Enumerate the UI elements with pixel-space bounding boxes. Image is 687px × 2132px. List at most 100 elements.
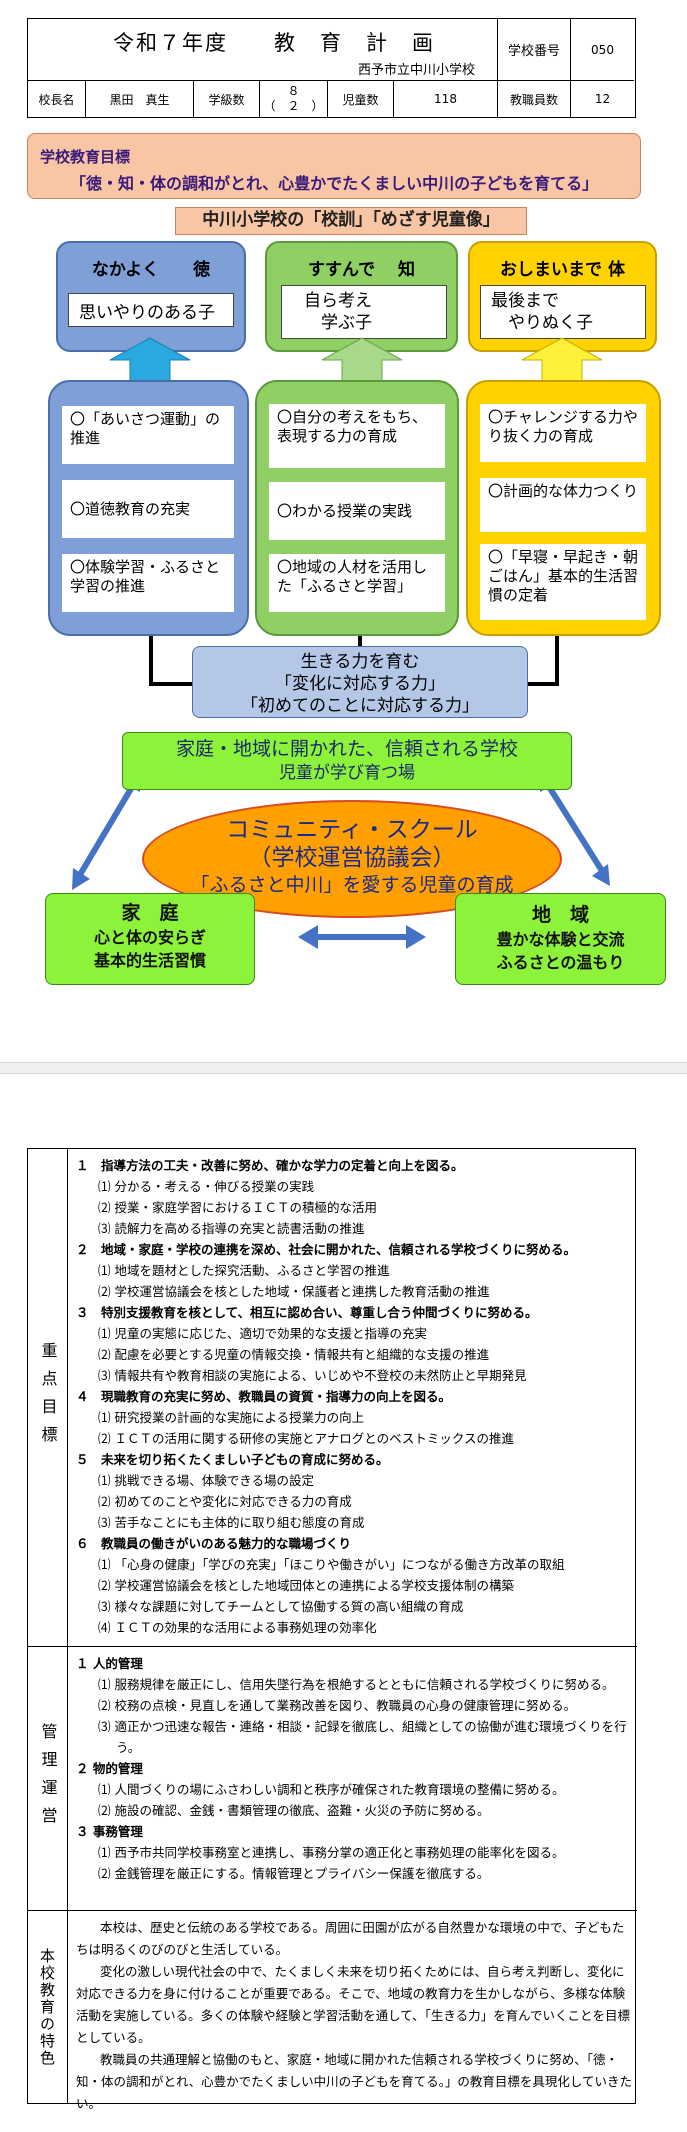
chi-item-3: 〇地域の人材を活用した「ふるさと学習」: [269, 554, 445, 612]
open-school-sub: 児童が学び育つ場: [279, 763, 415, 783]
pillar-toku-panel: 〇「あいさつ運動」の推進 〇道徳教育の充実 〇体験学習・ふるさと学習の推進: [48, 380, 249, 636]
principal-label: 校長名: [28, 81, 86, 117]
priority-item: ⑶ 様々な課題に対してチームとして協働する質の高い組織の育成: [98, 1599, 464, 1614]
arrow-up-green: [321, 337, 403, 385]
goal-label: 学校教育目標: [40, 148, 131, 166]
goal-text: 「徳・知・体の調和がとれ、心豊かでたくましい中川の子どもを育てる」: [70, 174, 599, 193]
management-content: １ 人的管理 ⑴ 服務規律を厳正にし、信用失墜行為を根絶するとともに信頼される学校…: [76, 1653, 632, 1884]
connector-left: [149, 636, 194, 686]
priority-item: ⑴ 挑戦できる場、体験できる場の設定: [98, 1473, 314, 1488]
features-paragraph: 変化の激しい現代社会の中で、たくましく未来を切り拓くためには、自ら考え判断し、変…: [76, 1964, 631, 2045]
management-item: ⑴ 服務規律を厳正にし、信用失墜行為を根絶するとともに信頼される学校づくりに努め…: [98, 1677, 615, 1692]
community-title: コミュニティ・スクール: [226, 817, 478, 843]
connector-right: [526, 636, 559, 686]
staff-value: 12: [594, 92, 611, 106]
plan-title: 令和７年度 教 育 計 画: [113, 31, 435, 55]
open-school-title: 家庭・地域に開かれた、信頼される学校: [175, 738, 518, 760]
region-title: 地 域: [531, 904, 589, 926]
ikiru-line-3: 「初めてのことに対応する力」: [241, 696, 479, 716]
chi-item-2: 〇わかる授業の実践: [269, 482, 445, 540]
management-heading: ３ 事務管理: [76, 1824, 143, 1839]
priority-heading: ６ 教職員の働きがいのある魅力的な職場づくり: [76, 1536, 352, 1551]
priority-item: ⑵ 初めてのことや変化に対応できる力の育成: [98, 1494, 352, 1509]
school-name: 西予市立中川小学校: [357, 63, 475, 78]
region-line-1: 豊かな体験と交流: [496, 930, 625, 949]
tai-item-1: 〇チャレンジする力やり抜く力の育成: [480, 404, 646, 462]
school-number: 050: [571, 19, 634, 81]
priority-section: 重点目標 １ 指導方法の工夫・改善に努め、確かな学力の定着と向上を図る。⑴ 分か…: [28, 1149, 637, 1647]
ikiru-line-2: 「変化に対応する力」: [275, 674, 445, 694]
staff-label: 教職員数: [498, 81, 571, 117]
title-cell: 令和７年度 教 育 計 画 西予市立中川小学校: [28, 19, 498, 81]
priority-item: ⑴ 分かる・考える・伸びる授業の実践: [98, 1179, 315, 1194]
priority-side-label: 重点目標: [38, 1341, 58, 1454]
management-item: ⑵ 施設の確認、金銭・書類管理の徹底、盗難・火災の予防に努める。: [98, 1803, 490, 1818]
tai-item-3: 〇「早寝・早起き・朝ごはん」基本的生活習慣の定着: [480, 544, 646, 620]
priority-heading: ２ 地域・家庭・学校の連携を深め、社会に開かれた、信頼される学校づくりに努める。: [76, 1242, 577, 1257]
priority-item: ⑶ 読解力を高める指導の充実と読書活動の推進: [98, 1221, 365, 1236]
priority-heading: ５ 未来を切り拓くたくましい子どもの育成に努める。: [76, 1452, 389, 1467]
pillar-toku: なかよく 徳 思いやりのある子: [56, 241, 246, 352]
classes-value: ８: [287, 84, 300, 98]
motto-banner: 中川小学校の「校訓」「めざす児童像」: [175, 207, 527, 235]
school-goal-box: 学校教育目標 「徳・知・体の調和がとれ、心豊かでたくましい中川の子どもを育てる」: [27, 133, 641, 199]
features-content: 本校は、歴史と伝統のある学校である。周囲に田園が広がる自然豊かな環境の中で、子ど…: [76, 1917, 632, 2115]
priority-item: ⑵ 学校運営協議会を核とした地域団体との連携による学校支援体制の構築: [98, 1578, 514, 1593]
management-item: ⑴ 西予市共同学校事務室と連携し、事務分掌の適正化と事務処理の能率化を図る。: [98, 1845, 565, 1860]
pillar-chi: すすんで 知 自ら考え 学ぶ子: [265, 241, 458, 352]
classes-cell: ８ （ ２ ）: [260, 81, 328, 117]
management-heading: ２ 物的管理: [76, 1761, 143, 1776]
priority-side-cell: 重点目標: [28, 1149, 68, 1646]
priority-item: ⑵ 学校運営協議会を核とした地域・保護者と連携した教育活動の推進: [98, 1284, 490, 1299]
region-box: 地 域 豊かな体験と交流 ふるさとの温もり: [455, 893, 666, 985]
priority-item: ⑴ 児童の実態に応じた、適切で効果的な支援と指導の充実: [98, 1326, 427, 1341]
features-paragraph: 教職員の共通理解と協働のもと、家庭・地域に開かれた信頼される学校づくりに努め、「…: [76, 2052, 633, 2111]
pillar-chi-ideal: 自ら考え 学ぶ子: [281, 285, 447, 339]
priority-item: ⑵ ＩＣＴの活用に関する研修の実施とアナログとのベストミックスの推進: [98, 1431, 514, 1446]
plan-detail-table: 重点目標 １ 指導方法の工夫・改善に努め、確かな学力の定着と向上を図る。⑴ 分か…: [27, 1148, 637, 2111]
tai-item-2: 〇計画的な体力つくり: [480, 478, 646, 532]
toku-item-1: 〇「あいさつ運動」の推進: [62, 406, 234, 464]
classes-sub: （ ２ ）: [263, 99, 324, 113]
home-line-2: 基本的生活習慣: [93, 951, 206, 970]
ikiru-box: 生きる力を育む 「変化に対応する力」 「初めてのことに対応する力」: [192, 646, 528, 718]
features-paragraph: 本校は、歴史と伝統のある学校である。周囲に田園が広がる自然豊かな環境の中で、子ど…: [76, 1920, 625, 1957]
community-sub: （学校運営協議会）: [248, 845, 456, 871]
pillar-toku-title: なかよく 徳: [91, 260, 211, 280]
features-side-cell: 本校教育の特色: [28, 1911, 68, 2103]
priority-item: ⑷ ＩＣＴの効果的な活用による事務処理の効率化: [98, 1620, 377, 1635]
priority-item: ⑵ 配慮を必要とする児童の情報交換・情報共有と組織的な支援の推進: [98, 1347, 490, 1362]
toku-item-2: 〇道徳教育の充実: [62, 480, 234, 538]
toku-item-3: 〇体験学習・ふるさと学習の推進: [62, 554, 234, 612]
community-goal: 「ふるさと中川」を愛する児童の育成: [190, 874, 514, 896]
pillar-tai-ideal: 最後まで やりぬく子: [480, 285, 646, 339]
priority-item: ⑴ 研究授業の計画的な実施による授業力の向上: [98, 1410, 365, 1425]
priority-item: ⑴ 「心身の健康」「学びの充実」「ほこりや働きがい」につながる働き方改革の取組: [98, 1557, 565, 1572]
features-side-label: 本校教育の特色: [38, 1947, 56, 2067]
management-heading: １ 人的管理: [76, 1656, 143, 1671]
chi-item-1: 〇自分の考えをもち、表現する力の育成: [269, 404, 445, 468]
home-box: 家 庭 心と体の安らぎ 基本的生活習慣: [45, 893, 255, 985]
pillar-chi-panel: 〇自分の考えをもち、表現する力の育成 〇わかる授業の実践 〇地域の人材を活用した…: [255, 380, 459, 636]
priority-heading: ３ 特別支援教育を核として、相互に認め合い、尊重し合う仲間づくりに努める。: [76, 1305, 538, 1320]
page-break: [0, 1062, 687, 1074]
management-side-label: 管理運営: [38, 1722, 58, 1835]
features-section: 本校教育の特色 本校は、歴史と伝統のある学校である。周囲に田園が広がる自然豊かな…: [28, 1911, 637, 2111]
home-title: 家 庭: [121, 902, 179, 924]
priority-heading: ４ 現職教育の充実に努め、教職員の資質・指導力の向上を図る。: [76, 1389, 452, 1404]
management-section: 管理運営 １ 人的管理 ⑴ 服務規律を厳正にし、信用失墜行為を根絶するとともに信頼…: [28, 1647, 637, 1911]
arrow-home-region: [298, 925, 426, 949]
management-item: ⑶ 適正かつ迅速な報告・連絡・相談・記録を徹底し、組織としての協働が進む環境づく…: [98, 1719, 627, 1755]
home-line-1: 心と体の安らぎ: [93, 928, 206, 947]
priority-item: ⑶ 苦手なことにも主体的に取り組む態度の育成: [98, 1515, 365, 1530]
students-value: 118: [394, 81, 498, 117]
open-school-band: 家庭・地域に開かれた、信頼される学校 児童が学び育つ場: [122, 732, 572, 790]
arrow-up-blue: [109, 337, 191, 385]
principal-name: 黒田 真生: [86, 81, 194, 117]
header-table: 令和７年度 教 育 計 画 西予市立中川小学校 学校番号 050 校長名 黒田 …: [27, 18, 636, 118]
students-label: 児童数: [328, 81, 394, 117]
region-line-2: ふるさとの温もり: [496, 953, 625, 972]
priority-content: １ 指導方法の工夫・改善に努め、確かな学力の定着と向上を図る。⑴ 分かる・考える…: [76, 1155, 632, 1638]
ikiru-line-1: 生きる力を育む: [300, 652, 420, 672]
management-side-cell: 管理運営: [28, 1647, 68, 1910]
